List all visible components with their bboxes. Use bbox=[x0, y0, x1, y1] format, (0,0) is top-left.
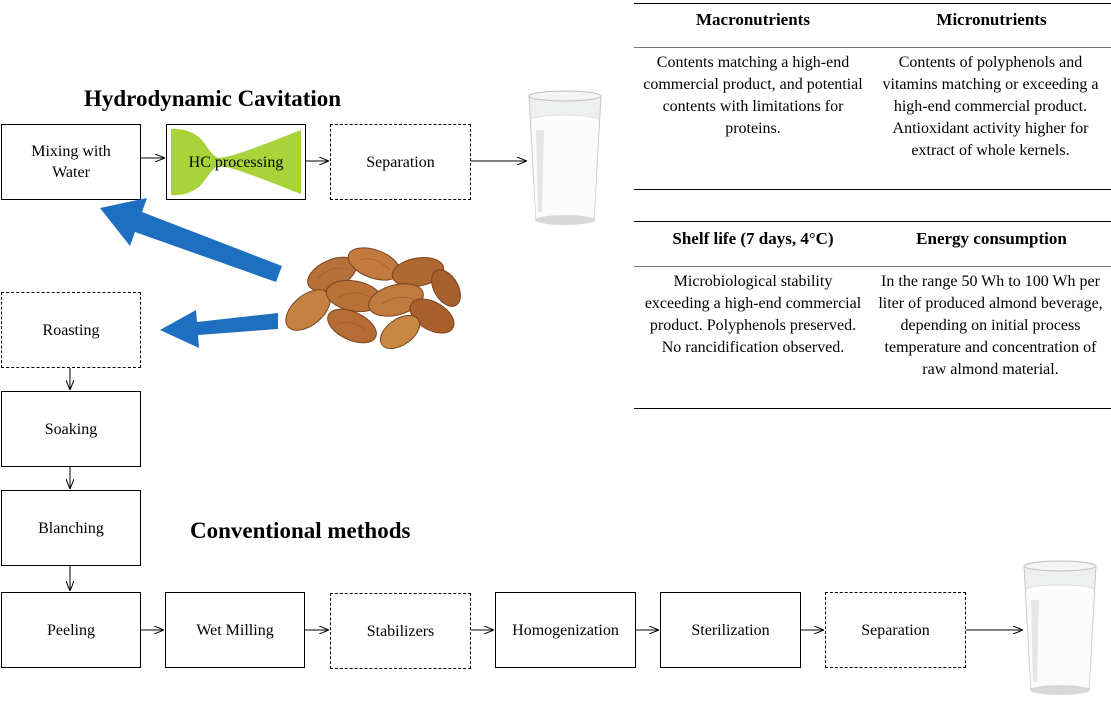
milk-body bbox=[531, 120, 599, 218]
table2-cell-shelf-life: Microbiological stability exceeding a hi… bbox=[644, 273, 862, 356]
hydrodynamic-cavitation-title: Hydrodynamic Cavitation bbox=[84, 86, 342, 111]
roasting-step: Roasting bbox=[1, 292, 141, 368]
table1-header-micronutrients: Micronutrients bbox=[936, 10, 1047, 29]
table2-header-shelf-life: Shelf life (7 days, 4°C) bbox=[672, 229, 834, 248]
table2-bottom-rule bbox=[634, 408, 1111, 409]
sterilization-step: Sterilization bbox=[660, 592, 801, 668]
sterilization-label: Sterilization bbox=[691, 621, 770, 639]
glass-rim bbox=[528, 90, 602, 102]
blue-arrow-to-mixing bbox=[100, 198, 282, 282]
glass-base bbox=[535, 215, 595, 225]
roasting-label: Roasting bbox=[42, 321, 100, 339]
almond bbox=[409, 298, 455, 334]
venturi-fill bbox=[171, 128, 301, 196]
stabilizers-step: Stabilizers bbox=[330, 593, 471, 669]
conv-separation-label: Separation bbox=[861, 621, 930, 639]
homogenization-label: Homogenization bbox=[512, 621, 619, 639]
blanching-label: Blanching bbox=[38, 519, 104, 537]
table1-header-rule bbox=[634, 47, 1111, 48]
milk-body bbox=[1026, 590, 1094, 688]
soaking-label: Soaking bbox=[44, 420, 98, 438]
table2-header-energy-consumption: Energy consumption bbox=[916, 229, 1067, 248]
glass-of-milk-icon bbox=[528, 90, 602, 225]
almond-texture bbox=[317, 267, 349, 279]
mixing-with-water-step: Mixing with Water bbox=[1, 124, 141, 200]
hc-separation-step: Separation bbox=[330, 124, 471, 200]
table2-cell-energy-consumption: In the range 50 Wh to 100 Wh per liter o… bbox=[878, 273, 1103, 378]
glass-of-milk-icon-2 bbox=[1023, 560, 1097, 695]
glass-base bbox=[1030, 685, 1090, 695]
milk-shade bbox=[1031, 600, 1039, 682]
almond-texture bbox=[337, 292, 373, 299]
conventional-methods-title: Conventional methods bbox=[190, 518, 411, 543]
peeling-step: Peeling bbox=[1, 592, 141, 668]
table1-top-rule bbox=[634, 3, 1111, 4]
blanching-step: Blanching bbox=[1, 490, 141, 566]
almond-texture bbox=[337, 322, 367, 331]
almond-texture bbox=[381, 296, 417, 305]
peeling-label: Peeling bbox=[47, 621, 95, 639]
milk-shade bbox=[536, 130, 544, 212]
hc-processing-label: HC processing bbox=[188, 153, 284, 171]
stabilizers-label: Stabilizers bbox=[366, 622, 435, 640]
almond bbox=[379, 314, 421, 350]
wet-milling-label: Wet Milling bbox=[196, 621, 274, 639]
hc-venturi-shape bbox=[171, 128, 301, 196]
mixing-with-water-label: Mixing with Water bbox=[31, 143, 111, 181]
hc-processing-step: HC processing bbox=[166, 124, 306, 200]
blue-arrow-to-roasting bbox=[160, 310, 278, 348]
almond bbox=[327, 308, 377, 344]
conv-separation-step: Separation bbox=[825, 592, 966, 668]
soaking-step: Soaking bbox=[1, 391, 141, 467]
table1-cell-macronutrients: Contents matching a high-end commercial … bbox=[643, 54, 863, 137]
table1-cell-micronutrients: Contents of polyphenols and vitamins mat… bbox=[882, 54, 1099, 159]
almond-texture bbox=[359, 258, 391, 271]
table1-header-macronutrients: Macronutrients bbox=[696, 10, 810, 29]
glass-rim bbox=[1023, 560, 1097, 572]
wet-milling-step: Wet Milling bbox=[165, 592, 305, 668]
homogenization-step: Homogenization bbox=[495, 592, 636, 668]
table2-top-rule bbox=[634, 221, 1111, 222]
almonds-icon bbox=[285, 247, 461, 350]
table2-header-rule bbox=[634, 266, 1111, 267]
almond bbox=[391, 256, 445, 288]
almond bbox=[431, 269, 461, 307]
hc-separation-label: Separation bbox=[366, 153, 435, 171]
table1-bottom-rule bbox=[634, 189, 1111, 190]
